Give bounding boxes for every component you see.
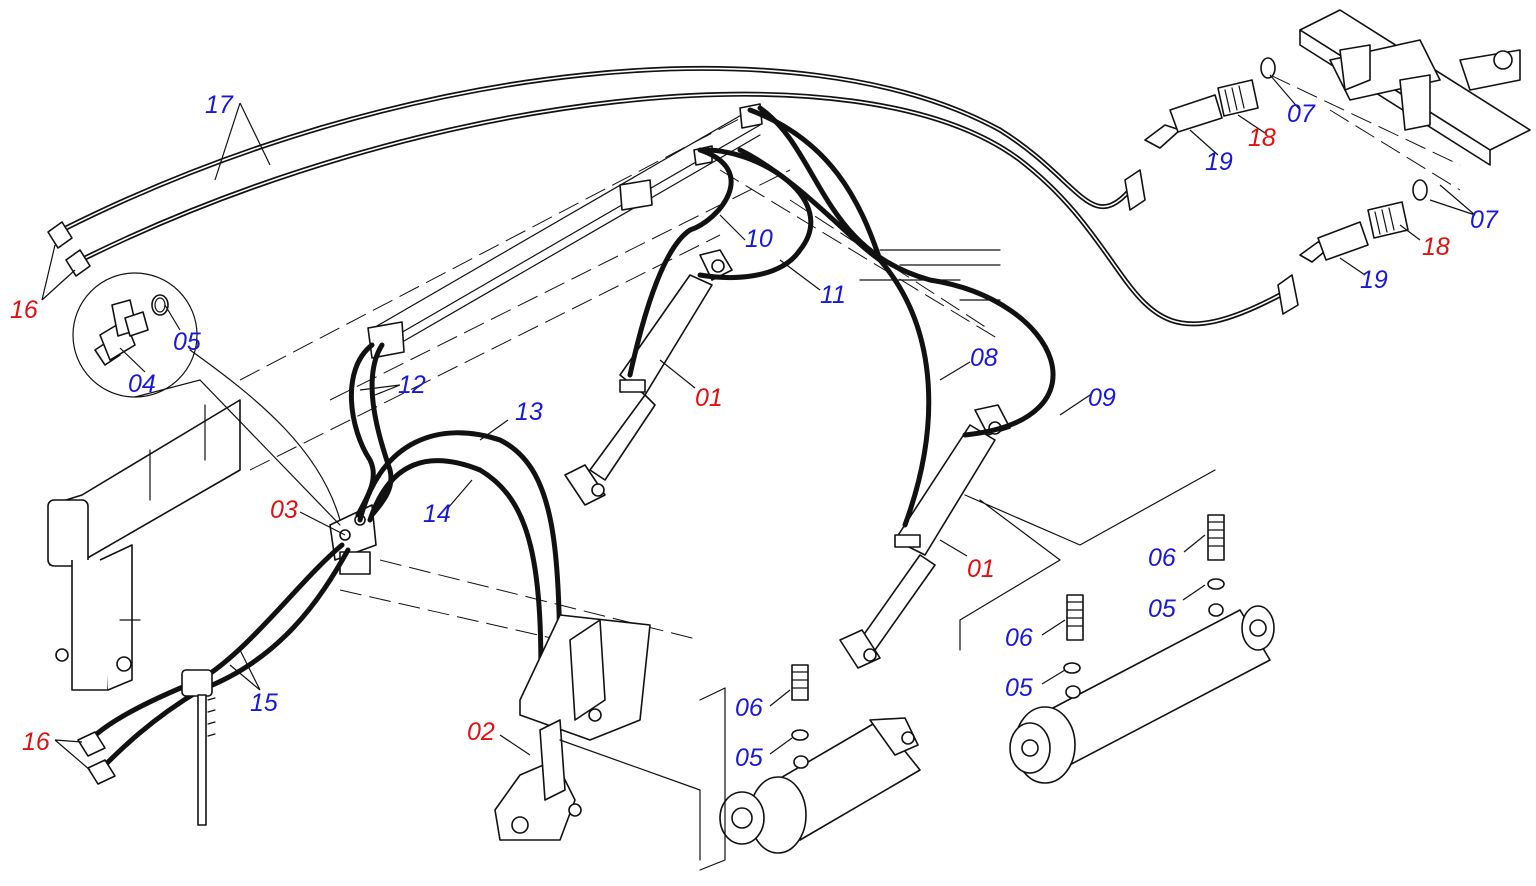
reference-lines	[239, 74, 1461, 641]
label-05: 05	[735, 744, 763, 772]
lift-bracket-02	[494, 614, 651, 841]
hoses-10-11	[627, 147, 814, 378]
label-19: 19	[1205, 148, 1233, 176]
label-16: 16	[10, 296, 38, 324]
label-18: 18	[1248, 124, 1276, 152]
hoses-08-09	[737, 105, 1056, 528]
quick-coupler-16-bottom	[77, 731, 116, 785]
label-06: 06	[1005, 624, 1033, 652]
label-18: 18	[1422, 233, 1450, 261]
part-labels: 17 16 05 04 10 11 12 13 14 03 01 08 09 0…	[10, 91, 1499, 772]
hoses-15	[87, 542, 351, 826]
hoses-13-14	[357, 430, 563, 723]
label-01: 01	[695, 384, 723, 412]
label-07: 07	[1287, 100, 1316, 128]
trailer-hitch	[1299, 9, 1531, 166]
label-19: 19	[1360, 266, 1388, 294]
label-08: 08	[970, 344, 998, 372]
label-16: 16	[22, 728, 50, 756]
label-07: 07	[1470, 206, 1499, 234]
label-02: 02	[467, 718, 495, 746]
quick-coupler-16-top	[47, 221, 91, 277]
label-03: 03	[270, 496, 298, 524]
label-05: 05	[1148, 595, 1176, 623]
label-15: 15	[250, 689, 278, 717]
cylinder-detail-bottom	[559, 664, 921, 871]
label-09: 09	[1088, 384, 1116, 412]
label-04: 04	[128, 370, 156, 398]
label-06: 06	[1148, 544, 1176, 572]
cylinder-detail-right	[959, 469, 1275, 784]
label-01: 01	[967, 555, 995, 583]
tee-fitting-detail	[72, 272, 341, 526]
main-pipe-beam	[367, 103, 763, 359]
label-12: 12	[398, 371, 426, 399]
label-05: 05	[1005, 674, 1033, 702]
label-05: 05	[173, 328, 201, 356]
label-14: 14	[423, 500, 451, 528]
coupler-assembly-upper	[1124, 57, 1276, 211]
label-06: 06	[735, 694, 763, 722]
coupler-assembly-lower	[1277, 179, 1428, 315]
label-11: 11	[820, 281, 846, 309]
label-17: 17	[205, 91, 234, 119]
label-13: 13	[515, 398, 543, 426]
hose-17	[59, 65, 1283, 327]
cylinder-01-left	[564, 249, 733, 506]
tractor-frame	[47, 399, 241, 691]
label-10: 10	[745, 225, 773, 253]
leader-lines	[41, 74, 1476, 771]
